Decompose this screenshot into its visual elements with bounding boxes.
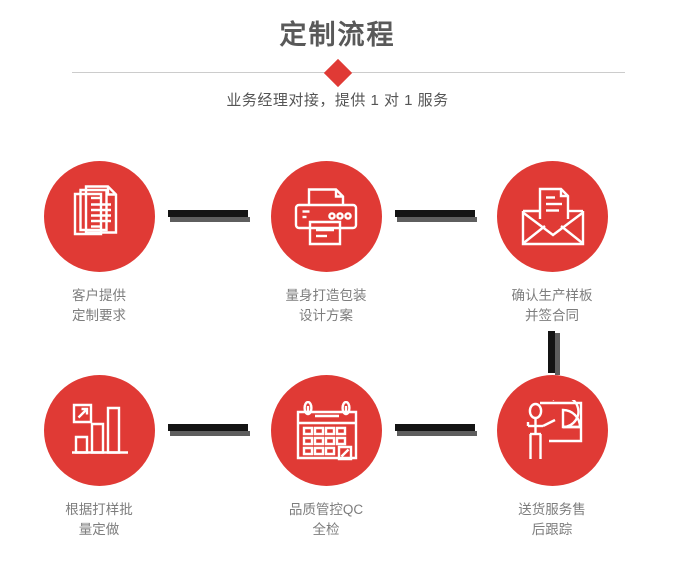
- connector-bar-dark: [548, 331, 555, 373]
- flow-step-6-badge: [497, 375, 608, 486]
- connector-bar-shadow: [397, 217, 477, 222]
- page-title: 定制流程: [279, 20, 396, 50]
- calendar-icon: [296, 400, 357, 460]
- flow-step-6[interactable]: 送货服务售 后跟踪: [452, 364, 652, 554]
- connector-bar-shadow: [555, 333, 560, 375]
- flow-step-1-badge: [44, 161, 155, 272]
- flow-row-top: 客户提供 定制要求: [0, 150, 675, 375]
- flow-step-3-badge: [497, 161, 608, 272]
- arrow-step1-step2: [168, 210, 250, 222]
- flow-step-5-label: 品质管控QC 全检: [288, 502, 364, 537]
- flow-step-4-badge: [44, 375, 155, 486]
- flow-step-1-label: 客户提供 定制要求: [72, 288, 126, 323]
- flow-step-2-badge: [271, 161, 382, 272]
- connector-bar-dark: [168, 210, 248, 217]
- envelope-document-icon: [521, 187, 584, 245]
- custom-process-flow-diagram: 客户提供 定制要求: [0, 150, 675, 550]
- connector-bar-shadow: [397, 431, 477, 436]
- arrow-step3-step6: [548, 331, 560, 375]
- arrow-step2-step3: [395, 210, 477, 222]
- flow-step-3-label: 确认生产样板 并签合同: [511, 288, 593, 323]
- flow-step-5[interactable]: 品质管控QC 全检: [226, 364, 426, 554]
- flow-row-bottom: 根据打样批 量定做: [0, 364, 675, 564]
- connector-bar-dark: [168, 424, 248, 431]
- arrow-step4-step5: [168, 424, 250, 436]
- flow-step-2-label: 量身打造包装 设计方案: [285, 288, 367, 323]
- flow-step-3[interactable]: 确认生产样板 并签合同: [452, 150, 652, 340]
- flow-step-6-label: 送货服务售 后跟踪: [518, 502, 586, 537]
- flow-step-1[interactable]: 客户提供 定制要求: [0, 150, 199, 340]
- documents-stack-icon: [73, 184, 117, 235]
- arrow-step5-step6: [395, 424, 477, 436]
- connector-bar-shadow: [170, 431, 250, 436]
- printer-icon: [294, 187, 357, 245]
- presenter-pie-chart-icon: [526, 399, 582, 459]
- page-subtitle: 业务经理对接，提供 1 对 1 服务: [226, 92, 449, 109]
- connector-bar-dark: [395, 424, 475, 431]
- connector-bar-dark: [395, 210, 475, 217]
- connector-bar-shadow: [170, 217, 250, 222]
- flow-step-2[interactable]: 量身打造包装 设计方案: [226, 150, 426, 340]
- diamond-marker-icon: [323, 58, 353, 88]
- flow-step-5-badge: [271, 375, 382, 486]
- flow-step-4-label: 根据打样批 量定做: [65, 502, 133, 537]
- flow-step-4[interactable]: 根据打样批 量定做: [0, 364, 199, 554]
- page-header: 定制流程 业务经理对接，提供 1 对 1 服务: [0, 0, 675, 130]
- bar-chart-growth-icon: [71, 403, 128, 454]
